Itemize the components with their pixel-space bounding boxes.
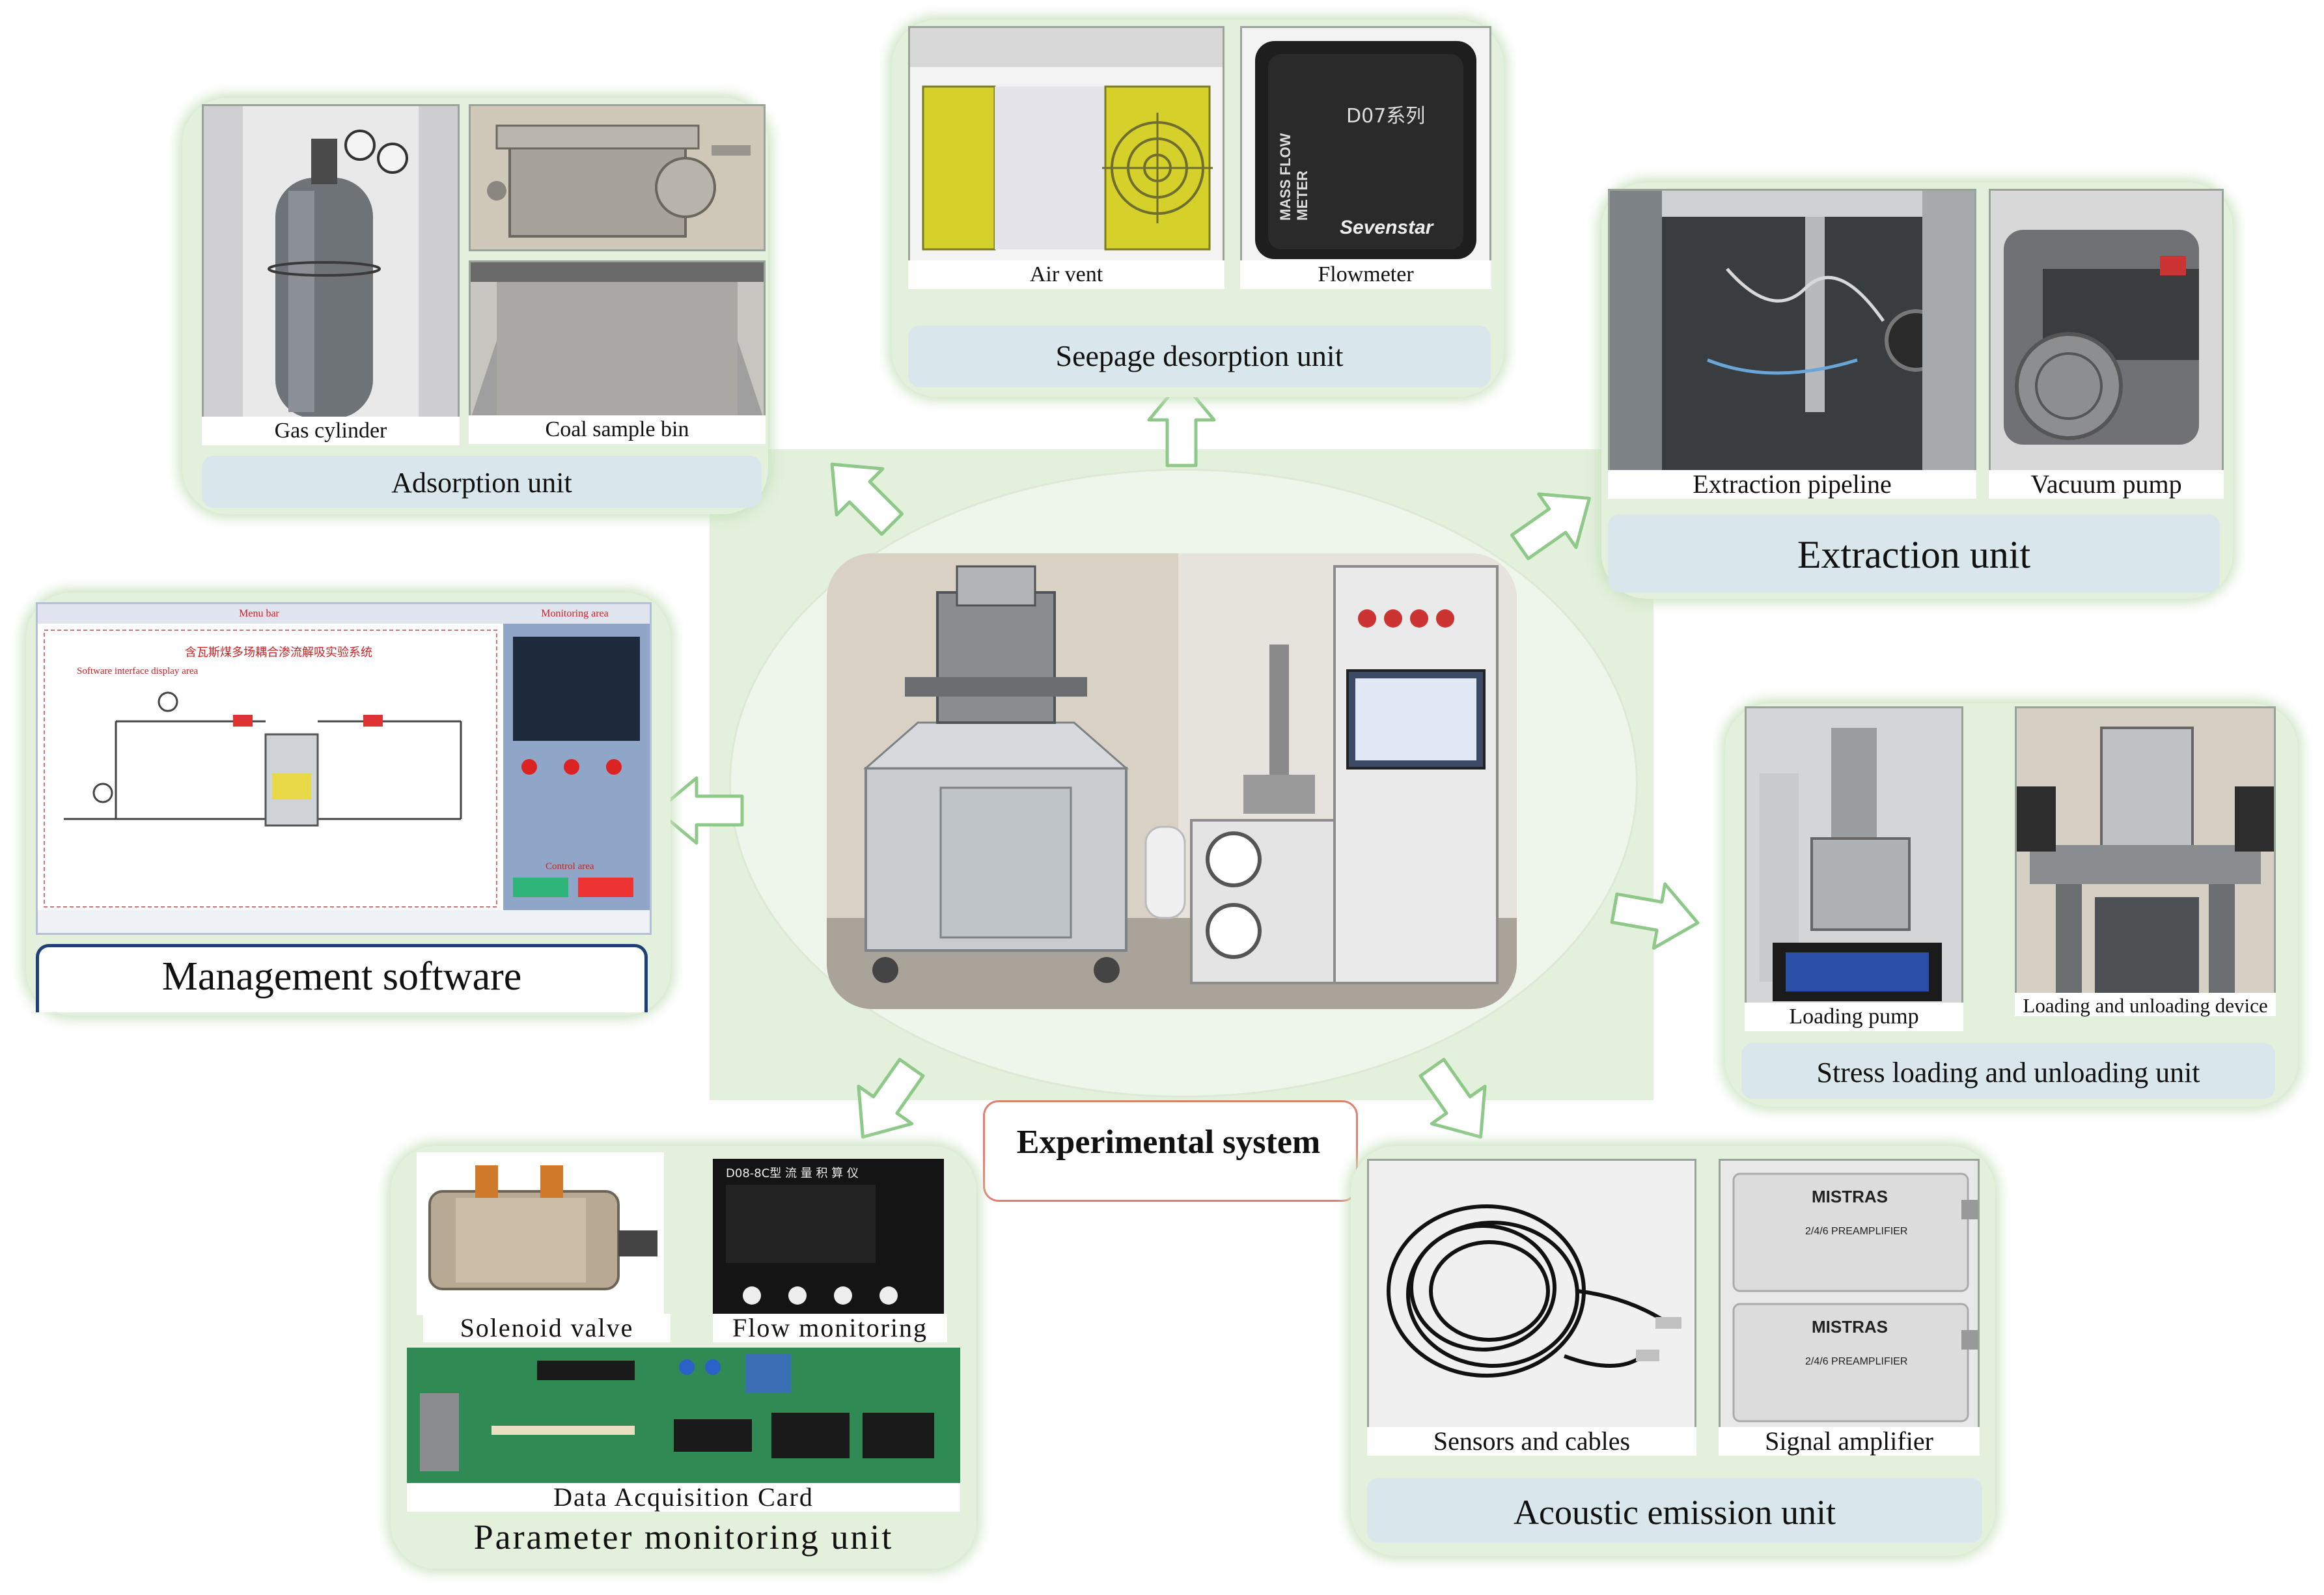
stress-unit-title-box xyxy=(1741,1043,2275,1099)
coal-sample-bin-photo xyxy=(469,260,766,421)
flowmeter-caption: Flowmeter xyxy=(1240,260,1491,289)
adsorption-unit-title: Adsorption unit xyxy=(391,467,572,499)
vacuum-pump-photo xyxy=(1989,189,2224,473)
coal-sample-bin-top-illustration xyxy=(487,124,751,238)
sensors-cables-caption: Sensors and cables xyxy=(1367,1427,1696,1456)
gas-cylinder-caption: Gas cylinder xyxy=(202,417,460,445)
extraction-pipeline-photo xyxy=(1608,189,1976,473)
extraction-pipeline-caption: Extraction pipeline xyxy=(1608,470,1976,499)
screen-menu-label: Menu bar xyxy=(239,608,279,619)
experimental-system-illustration xyxy=(827,553,1517,1009)
flowmeter-illustration xyxy=(1255,41,1476,259)
flow-monitoring-photo: D08-8C型 流 量 积 算 仪 xyxy=(713,1159,944,1315)
flowmeter-cn-text: D07系列 xyxy=(1346,105,1426,128)
adsorption-unit-title-box xyxy=(202,456,762,508)
air-vent-photo xyxy=(908,26,1224,264)
arrow-to-management xyxy=(656,776,744,845)
amplifier-brand-1: MISTRAS xyxy=(1812,1187,1888,1206)
gas-cylinder-illustration xyxy=(204,106,458,419)
coal-sample-bin-top-photo xyxy=(469,104,766,251)
sensors-cables-photo xyxy=(1367,1159,1696,1430)
data-acquisition-card-caption: Data Acquisition Card xyxy=(407,1483,960,1512)
experimental-system-label-box xyxy=(983,1100,1358,1202)
vacuum-pump-caption: Vacuum pump xyxy=(1989,470,2224,499)
arrow-to-parameter xyxy=(857,1057,925,1139)
arrow-to-extraction xyxy=(1510,492,1591,561)
sensors-cables-illustration xyxy=(1387,1204,1681,1378)
signal-amplifier-photo: MISTRAS 2/4/6 PREAMPLIFIER MISTRAS 2/4/6… xyxy=(1719,1159,1980,1430)
amplifier-brand-2: MISTRAS xyxy=(1812,1317,1888,1337)
flowmeter-photo: MASS FLOW METER D07系列 Sevenstar xyxy=(1240,26,1491,264)
loading-device-photo xyxy=(2015,706,2276,997)
air-vent-illustration xyxy=(910,28,1223,251)
experimental-system-photo xyxy=(827,553,1517,1009)
signal-amplifier-illustration xyxy=(1732,1172,1978,1422)
vacuum-pump-illustration xyxy=(2004,230,2199,445)
screen-display-label: Software interface display area xyxy=(77,666,199,676)
management-unit-title: Management software xyxy=(161,954,522,999)
flowmeter-brand: Sevenstar xyxy=(1340,217,1433,238)
loading-pump-photo xyxy=(1745,706,1963,1006)
arrow-to-stress xyxy=(1610,882,1700,950)
air-vent-caption: Air vent xyxy=(908,260,1224,289)
loading-pump-caption: Loading pump xyxy=(1745,1003,1963,1031)
flow-monitor-label: D08-8C型 流 量 积 算 仪 xyxy=(726,1167,859,1180)
coal-sample-bin-illustration xyxy=(471,262,764,419)
screen-monitoring-label: Monitoring area xyxy=(541,608,609,619)
flow-monitoring-illustration xyxy=(726,1185,898,1305)
arrow-to-acoustic xyxy=(1418,1057,1487,1139)
flow-monitoring-caption: Flow monitoring xyxy=(713,1314,947,1342)
arrow-to-seepage xyxy=(1147,379,1216,467)
gas-cylinder-photo xyxy=(202,104,460,421)
acoustic-unit-title-box xyxy=(1367,1478,1982,1543)
screen-control-label: Control area xyxy=(546,861,594,872)
solenoid-valve-illustration xyxy=(428,1165,657,1290)
extraction-unit-title: Extraction unit xyxy=(1797,533,2031,576)
data-acquisition-card-photo xyxy=(407,1348,960,1484)
parameter-unit-title: Parameter monitoring unit xyxy=(473,1518,894,1557)
loading-device-caption: Loading and unloading device xyxy=(2015,993,2276,1016)
loading-pump-illustration xyxy=(1760,728,1942,1001)
stress-unit-title: Stress loading and unloading unit xyxy=(1816,1057,2200,1089)
data-acquisition-card-illustration xyxy=(407,1348,960,1484)
signal-amplifier-caption: Signal amplifier xyxy=(1719,1427,1980,1456)
software-screen: Menu bar Monitoring area 含瓦斯煤多场耦合渗流解吸实验系… xyxy=(36,602,652,935)
flowmeter-side-text: MASS FLOW METER xyxy=(1277,133,1310,221)
extraction-pipeline-illustration xyxy=(1610,191,1974,471)
amplifier-model-1: 2/4/6 PREAMPLIFIER xyxy=(1805,1226,1908,1237)
seepage-unit-title: Seepage desorption unit xyxy=(1055,339,1344,372)
management-title-box xyxy=(36,944,648,1012)
acoustic-unit-title: Acoustic emission unit xyxy=(1514,1493,1836,1532)
loading-device-illustration xyxy=(2017,727,2274,995)
software-screen-illustration xyxy=(38,604,650,933)
solenoid-valve-caption: Solenoid valve xyxy=(423,1314,671,1342)
seepage-unit-title-box xyxy=(908,326,1491,387)
extraction-unit-title-box xyxy=(1608,514,2220,592)
solenoid-valve-photo xyxy=(417,1152,664,1315)
amplifier-model-2: 2/4/6 PREAMPLIFIER xyxy=(1805,1356,1908,1367)
experimental-system-title: Experimental system xyxy=(1016,1124,1321,1161)
coal-sample-bin-caption: Coal sample bin xyxy=(469,415,766,444)
screen-system-title: 含瓦斯煤多场耦合渗流解吸实验系统 xyxy=(185,646,372,659)
arrow-to-adsorption xyxy=(830,462,904,536)
